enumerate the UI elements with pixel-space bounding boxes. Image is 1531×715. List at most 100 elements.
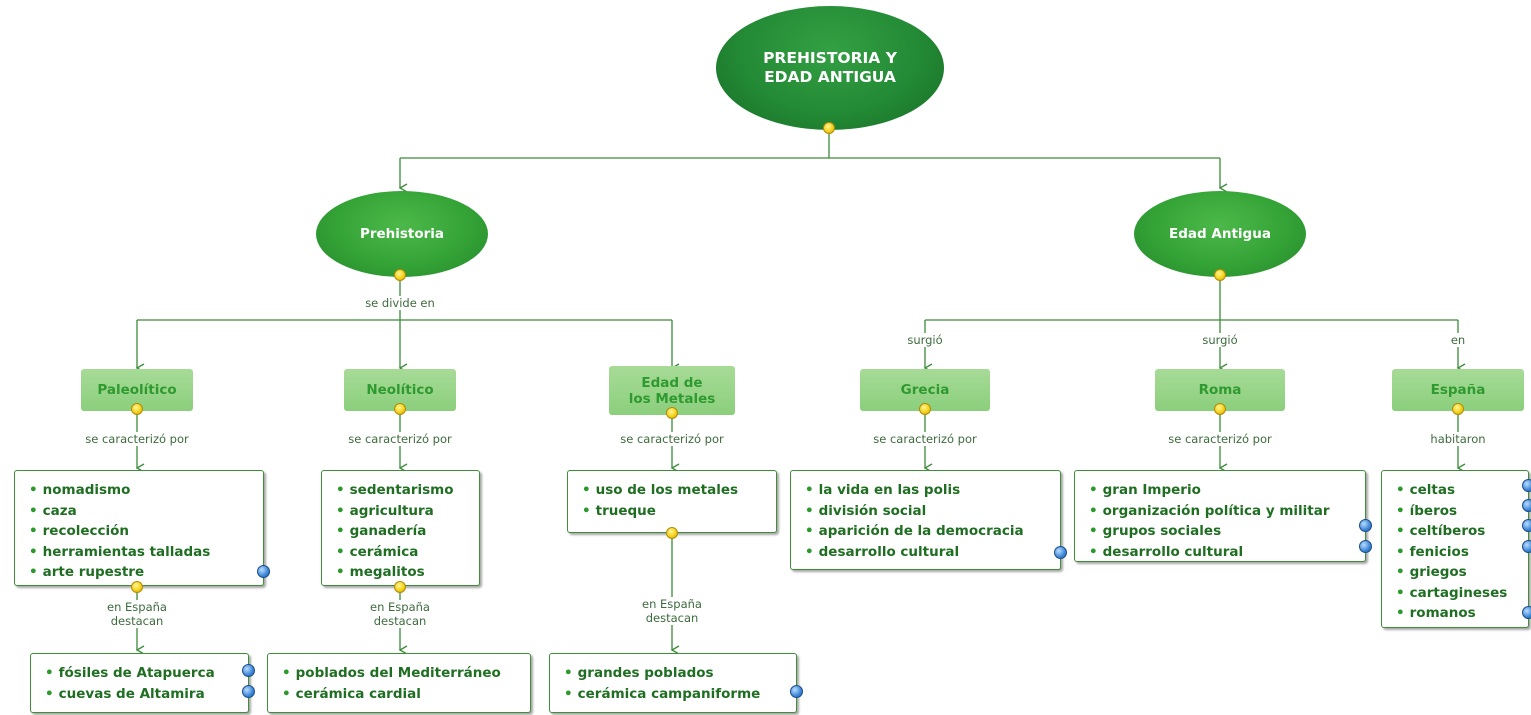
list-item: fósiles de Atapuerca: [45, 663, 240, 684]
link-label-caracterizo: se caracterizó por: [1168, 432, 1272, 446]
link-label-habitaron: habitaron: [1430, 432, 1486, 446]
list-item: celtíberos: [1396, 521, 1520, 542]
list-item: poblados del Mediterráneo: [282, 663, 522, 684]
list-item: desarrollo cultural: [805, 542, 1052, 563]
blue-info-icon[interactable]: [1522, 606, 1531, 619]
yellow-dot-icon[interactable]: [1452, 403, 1464, 415]
yellow-dot-icon[interactable]: [666, 407, 678, 419]
list-item: trueque: [582, 501, 768, 522]
item-list: poblados del Mediterráneo cerámica cardi…: [268, 654, 530, 704]
item-list: celtas íberos celtíberos fenicios griego…: [1382, 471, 1528, 624]
item-list: uso de los metales trueque: [568, 471, 776, 521]
link-label-se-divide-en: se divide en: [365, 296, 435, 310]
list-item: cerámica campaniforme: [564, 684, 788, 705]
blue-info-icon[interactable]: [242, 685, 255, 698]
list-item: nomadismo: [29, 480, 255, 501]
list-item: griegos: [1396, 562, 1520, 583]
edad-antigua-label: Edad Antigua: [1169, 226, 1271, 242]
metales-spain-box[interactable]: grandes poblados cerámica campaniforme: [549, 653, 797, 713]
list-item: cartagineses: [1396, 583, 1520, 604]
list-item: desarrollo cultural: [1089, 542, 1357, 563]
blue-info-icon[interactable]: [257, 565, 270, 578]
item-list: gran Imperio organización política y mil…: [1075, 471, 1365, 562]
grecia-list-box[interactable]: la vida en las polis división social apa…: [790, 470, 1061, 570]
blue-info-icon[interactable]: [1522, 519, 1531, 532]
yellow-dot-icon[interactable]: [394, 403, 406, 415]
list-item: romanos: [1396, 603, 1520, 624]
list-item: grupos sociales: [1089, 521, 1357, 542]
list-item: aparición de la democracia: [805, 521, 1052, 542]
list-item: la vida en las polis: [805, 480, 1052, 501]
link-label-caracterizo: se caracterizó por: [873, 432, 977, 446]
link-label-caracterizo: se caracterizó por: [85, 432, 189, 446]
item-list: grandes poblados cerámica campaniforme: [550, 654, 796, 704]
metales-list-box[interactable]: uso de los metales trueque: [567, 470, 777, 533]
list-item: arte rupestre: [29, 562, 255, 583]
blue-info-icon[interactable]: [1522, 540, 1531, 553]
yellow-dot-icon[interactable]: [394, 269, 406, 281]
list-item: sedentarismo: [336, 480, 471, 501]
espana-label: España: [1430, 382, 1486, 398]
blue-info-icon[interactable]: [1359, 540, 1372, 553]
yellow-dot-icon[interactable]: [1214, 269, 1226, 281]
list-item: cuevas de Altamira: [45, 684, 240, 705]
paleolitico-label: Paleolítico: [97, 382, 177, 398]
paleolitico-list-box[interactable]: nomadismo caza recolección herramientas …: [14, 470, 264, 586]
list-item: agricultura: [336, 501, 471, 522]
prehistoria-label: Prehistoria: [359, 226, 445, 242]
list-item: grandes poblados: [564, 663, 788, 684]
list-item: división social: [805, 501, 1052, 522]
yellow-dot-icon[interactable]: [1214, 403, 1226, 415]
yellow-dot-icon[interactable]: [666, 527, 678, 539]
blue-info-icon[interactable]: [1054, 546, 1067, 559]
list-item: caza: [29, 501, 255, 522]
yellow-dot-icon[interactable]: [131, 581, 143, 593]
yellow-dot-icon[interactable]: [823, 122, 835, 134]
blue-info-icon[interactable]: [1522, 499, 1531, 512]
item-list: sedentarismo agricultura ganadería cerám…: [322, 471, 479, 583]
espana-list-box[interactable]: celtas íberos celtíberos fenicios griego…: [1381, 470, 1529, 628]
blue-info-icon[interactable]: [242, 664, 255, 677]
prehistoria-node[interactable]: Prehistoria: [316, 191, 488, 277]
neolitico-label: Neolítico: [366, 382, 434, 398]
list-item: uso de los metales: [582, 480, 768, 501]
yellow-dot-icon[interactable]: [131, 403, 143, 415]
link-label-caracterizo: se caracterizó por: [620, 432, 724, 446]
item-list: la vida en las polis división social apa…: [791, 471, 1060, 562]
neolitico-list-box[interactable]: sedentarismo agricultura ganadería cerám…: [321, 470, 480, 586]
link-label-en-espana: en: [1450, 333, 1466, 347]
list-item: megalitos: [336, 562, 471, 583]
link-label-surgio-roma: surgió: [1202, 333, 1238, 347]
list-item: celtas: [1396, 480, 1520, 501]
grecia-label: Grecia: [900, 382, 950, 398]
list-item: ganadería: [336, 521, 471, 542]
roma-list-box[interactable]: gran Imperio organización política y mil…: [1074, 470, 1366, 562]
list-item: fenicios: [1396, 542, 1520, 563]
list-item: cerámica cardial: [282, 684, 522, 705]
blue-info-icon[interactable]: [1359, 519, 1372, 532]
link-label-surgio-grecia: surgió: [907, 333, 943, 347]
yellow-dot-icon[interactable]: [394, 581, 406, 593]
list-item: gran Imperio: [1089, 480, 1357, 501]
blue-info-icon[interactable]: [1522, 479, 1531, 492]
list-item: organización política y militar: [1089, 501, 1357, 522]
blue-info-icon[interactable]: [790, 685, 803, 698]
list-item: herramientas talladas: [29, 542, 255, 563]
edad-antigua-node[interactable]: Edad Antigua: [1134, 191, 1306, 277]
roma-label: Roma: [1198, 382, 1242, 398]
list-item: íberos: [1396, 501, 1520, 522]
link-label-caracterizo: se caracterizó por: [348, 432, 452, 446]
item-list: fósiles de Atapuerca cuevas de Altamira: [31, 654, 248, 704]
yellow-dot-icon[interactable]: [919, 403, 931, 415]
list-item: cerámica: [336, 542, 471, 563]
paleolitico-spain-box[interactable]: fósiles de Atapuerca cuevas de Altamira: [30, 653, 249, 713]
neolitico-spain-box[interactable]: poblados del Mediterráneo cerámica cardi…: [267, 653, 531, 713]
item-list: nomadismo caza recolección herramientas …: [15, 471, 263, 583]
